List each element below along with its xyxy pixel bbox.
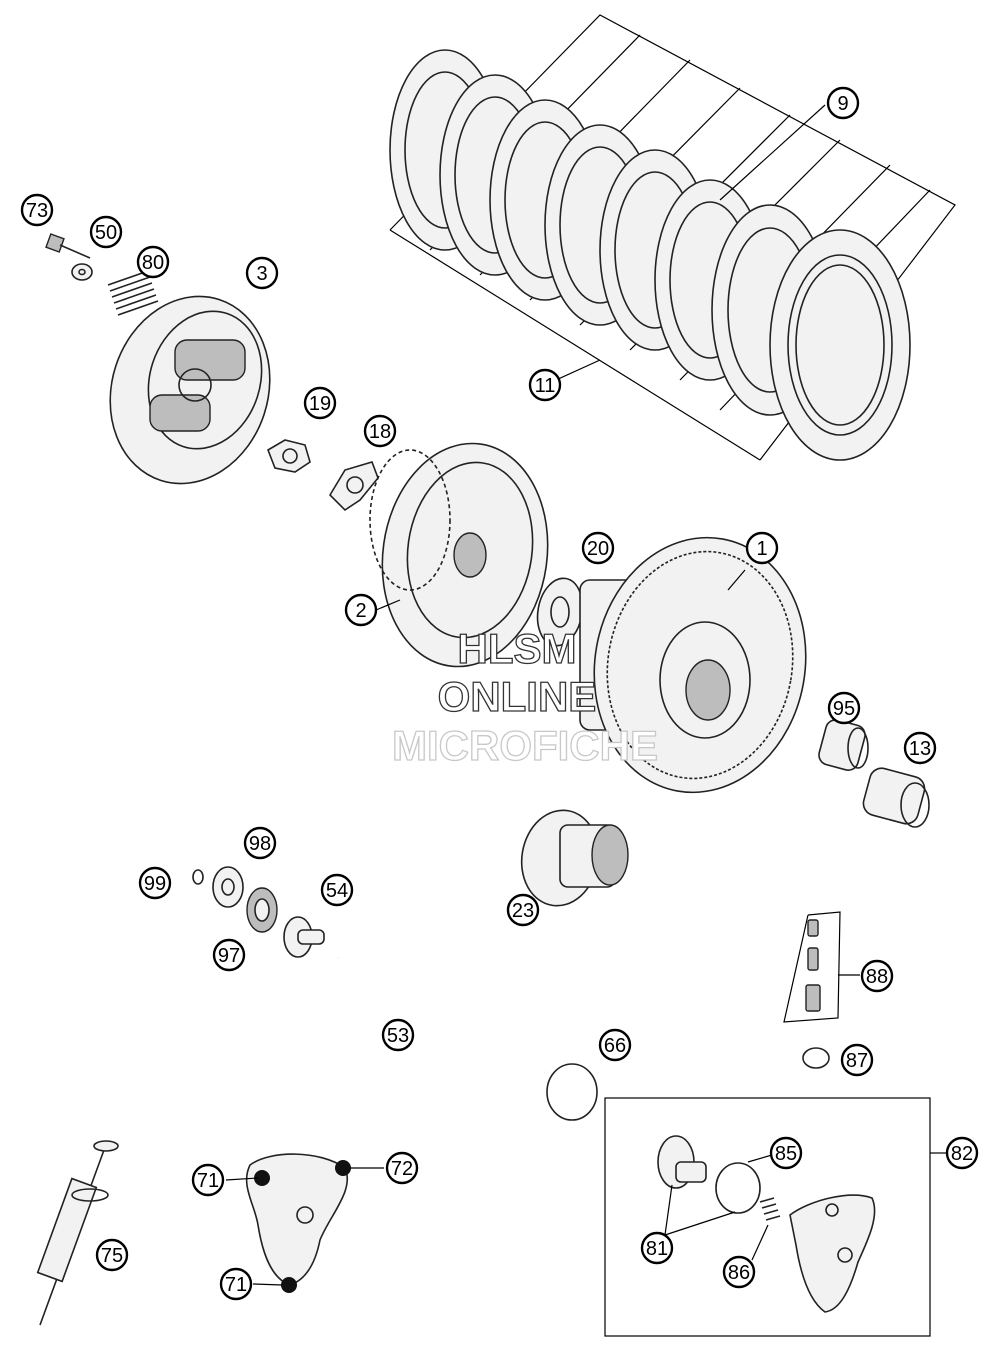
callout-9[interactable]: 9 xyxy=(826,86,860,120)
watermark: HLSM ONLINE MICROFICHE xyxy=(391,624,658,769)
o-ring-part xyxy=(802,1047,830,1069)
pressure-plate xyxy=(109,295,271,485)
callout-71-bottom[interactable]: 71 xyxy=(219,1267,253,1301)
watermark-line-1: HLSM xyxy=(458,625,577,672)
callout-2[interactable]: 2 xyxy=(344,593,378,627)
svg-text:88: 88 xyxy=(866,966,888,988)
piston-part xyxy=(657,1135,707,1189)
callout-19[interactable]: 19 xyxy=(303,386,337,420)
svg-text:82: 82 xyxy=(951,1143,973,1165)
callout-66[interactable]: 66 xyxy=(598,1028,632,1062)
svg-text:95: 95 xyxy=(833,698,855,720)
clutch-plate xyxy=(769,229,911,461)
svg-text:54: 54 xyxy=(326,880,348,902)
svg-text:18: 18 xyxy=(369,421,391,443)
callout-82[interactable]: 82 xyxy=(945,1136,979,1170)
circlip-part xyxy=(192,869,204,885)
callout-86[interactable]: 86 xyxy=(722,1255,756,1289)
svg-text:66: 66 xyxy=(604,1035,626,1057)
svg-text:9: 9 xyxy=(837,93,848,115)
svg-text:50: 50 xyxy=(95,222,117,244)
seal-part xyxy=(715,1162,761,1214)
svg-text:2: 2 xyxy=(355,600,366,622)
callout-81[interactable]: 81 xyxy=(640,1231,674,1265)
callout-18[interactable]: 18 xyxy=(363,414,397,448)
spring-part xyxy=(107,270,159,316)
callout-20[interactable]: 20 xyxy=(581,531,615,565)
svg-text:20: 20 xyxy=(587,538,609,560)
callout-72[interactable]: 72 xyxy=(385,1151,419,1185)
callout-23[interactable]: 23 xyxy=(506,893,540,927)
svg-text:1: 1 xyxy=(756,538,767,560)
callout-50[interactable]: 50 xyxy=(89,215,123,249)
svg-text:11: 11 xyxy=(535,375,556,397)
thrust-bearing-part xyxy=(246,887,278,933)
callout-97[interactable]: 97 xyxy=(212,938,246,972)
callout-88[interactable]: 88 xyxy=(860,959,894,993)
callout-73[interactable]: 73 xyxy=(20,193,54,227)
svg-text:80: 80 xyxy=(142,252,164,274)
callout-54[interactable]: 54 xyxy=(320,873,354,907)
callout-75[interactable]: 75 xyxy=(95,1238,129,1272)
svg-text:85: 85 xyxy=(775,1143,797,1165)
push-rod-part xyxy=(337,956,546,1074)
svg-text:72: 72 xyxy=(391,1158,413,1180)
svg-text:71: 71 xyxy=(197,1170,219,1192)
primary-gear-part xyxy=(520,809,629,907)
slave-cylinder-cover xyxy=(245,1153,351,1293)
washer-part xyxy=(71,263,93,281)
svg-text:97: 97 xyxy=(218,945,240,967)
svg-text:13: 13 xyxy=(909,738,931,760)
slave-cylinder-kit xyxy=(604,1097,946,1337)
callout-85[interactable]: 85 xyxy=(769,1136,803,1170)
svg-text:99: 99 xyxy=(144,873,166,895)
clutch-basket xyxy=(579,536,807,794)
callout-95[interactable]: 95 xyxy=(827,691,861,725)
bolt-part xyxy=(45,233,91,259)
callout-3[interactable]: 3 xyxy=(245,256,279,290)
callout-53[interactable]: 53 xyxy=(381,1018,415,1052)
svg-text:3: 3 xyxy=(256,263,267,285)
callout-98[interactable]: 98 xyxy=(243,826,277,860)
svg-text:19: 19 xyxy=(309,393,331,415)
callout-99[interactable]: 99 xyxy=(138,866,172,900)
svg-text:86: 86 xyxy=(728,1262,750,1284)
svg-text:98: 98 xyxy=(249,833,271,855)
watermark-line-3: MICROFICHE xyxy=(392,722,658,769)
svg-text:53: 53 xyxy=(387,1025,409,1047)
svg-text:23: 23 xyxy=(512,900,534,922)
callout-1[interactable]: 1 xyxy=(745,531,779,565)
svg-text:87: 87 xyxy=(846,1050,868,1072)
svg-text:71: 71 xyxy=(225,1274,247,1296)
nut-part xyxy=(267,439,311,473)
washer-part xyxy=(212,866,244,908)
svg-text:73: 73 xyxy=(26,200,48,222)
grease-syringe xyxy=(36,1140,119,1326)
o-ring-part xyxy=(546,1063,598,1121)
bushing-part xyxy=(862,767,930,828)
needle-bearing-part xyxy=(818,719,869,771)
svg-text:75: 75 xyxy=(101,1245,123,1267)
spring-part xyxy=(759,1197,781,1221)
clutch-plate-stack xyxy=(389,14,956,461)
slave-cylinder-body xyxy=(789,1194,876,1313)
leader-lines xyxy=(225,104,860,1286)
callout-80[interactable]: 80 xyxy=(136,245,170,279)
inner-clutch-hub xyxy=(369,442,549,668)
svg-text:81: 81 xyxy=(646,1238,668,1260)
pressure-piece-part xyxy=(283,916,325,958)
callout-87[interactable]: 87 xyxy=(840,1043,874,1077)
callout-11[interactable]: 11 xyxy=(528,368,562,402)
watermark-line-2: ONLINE xyxy=(438,673,597,720)
callout-13[interactable]: 13 xyxy=(903,731,937,765)
bleed-screw-kit xyxy=(783,911,841,1023)
callout-71-top[interactable]: 71 xyxy=(191,1163,225,1197)
